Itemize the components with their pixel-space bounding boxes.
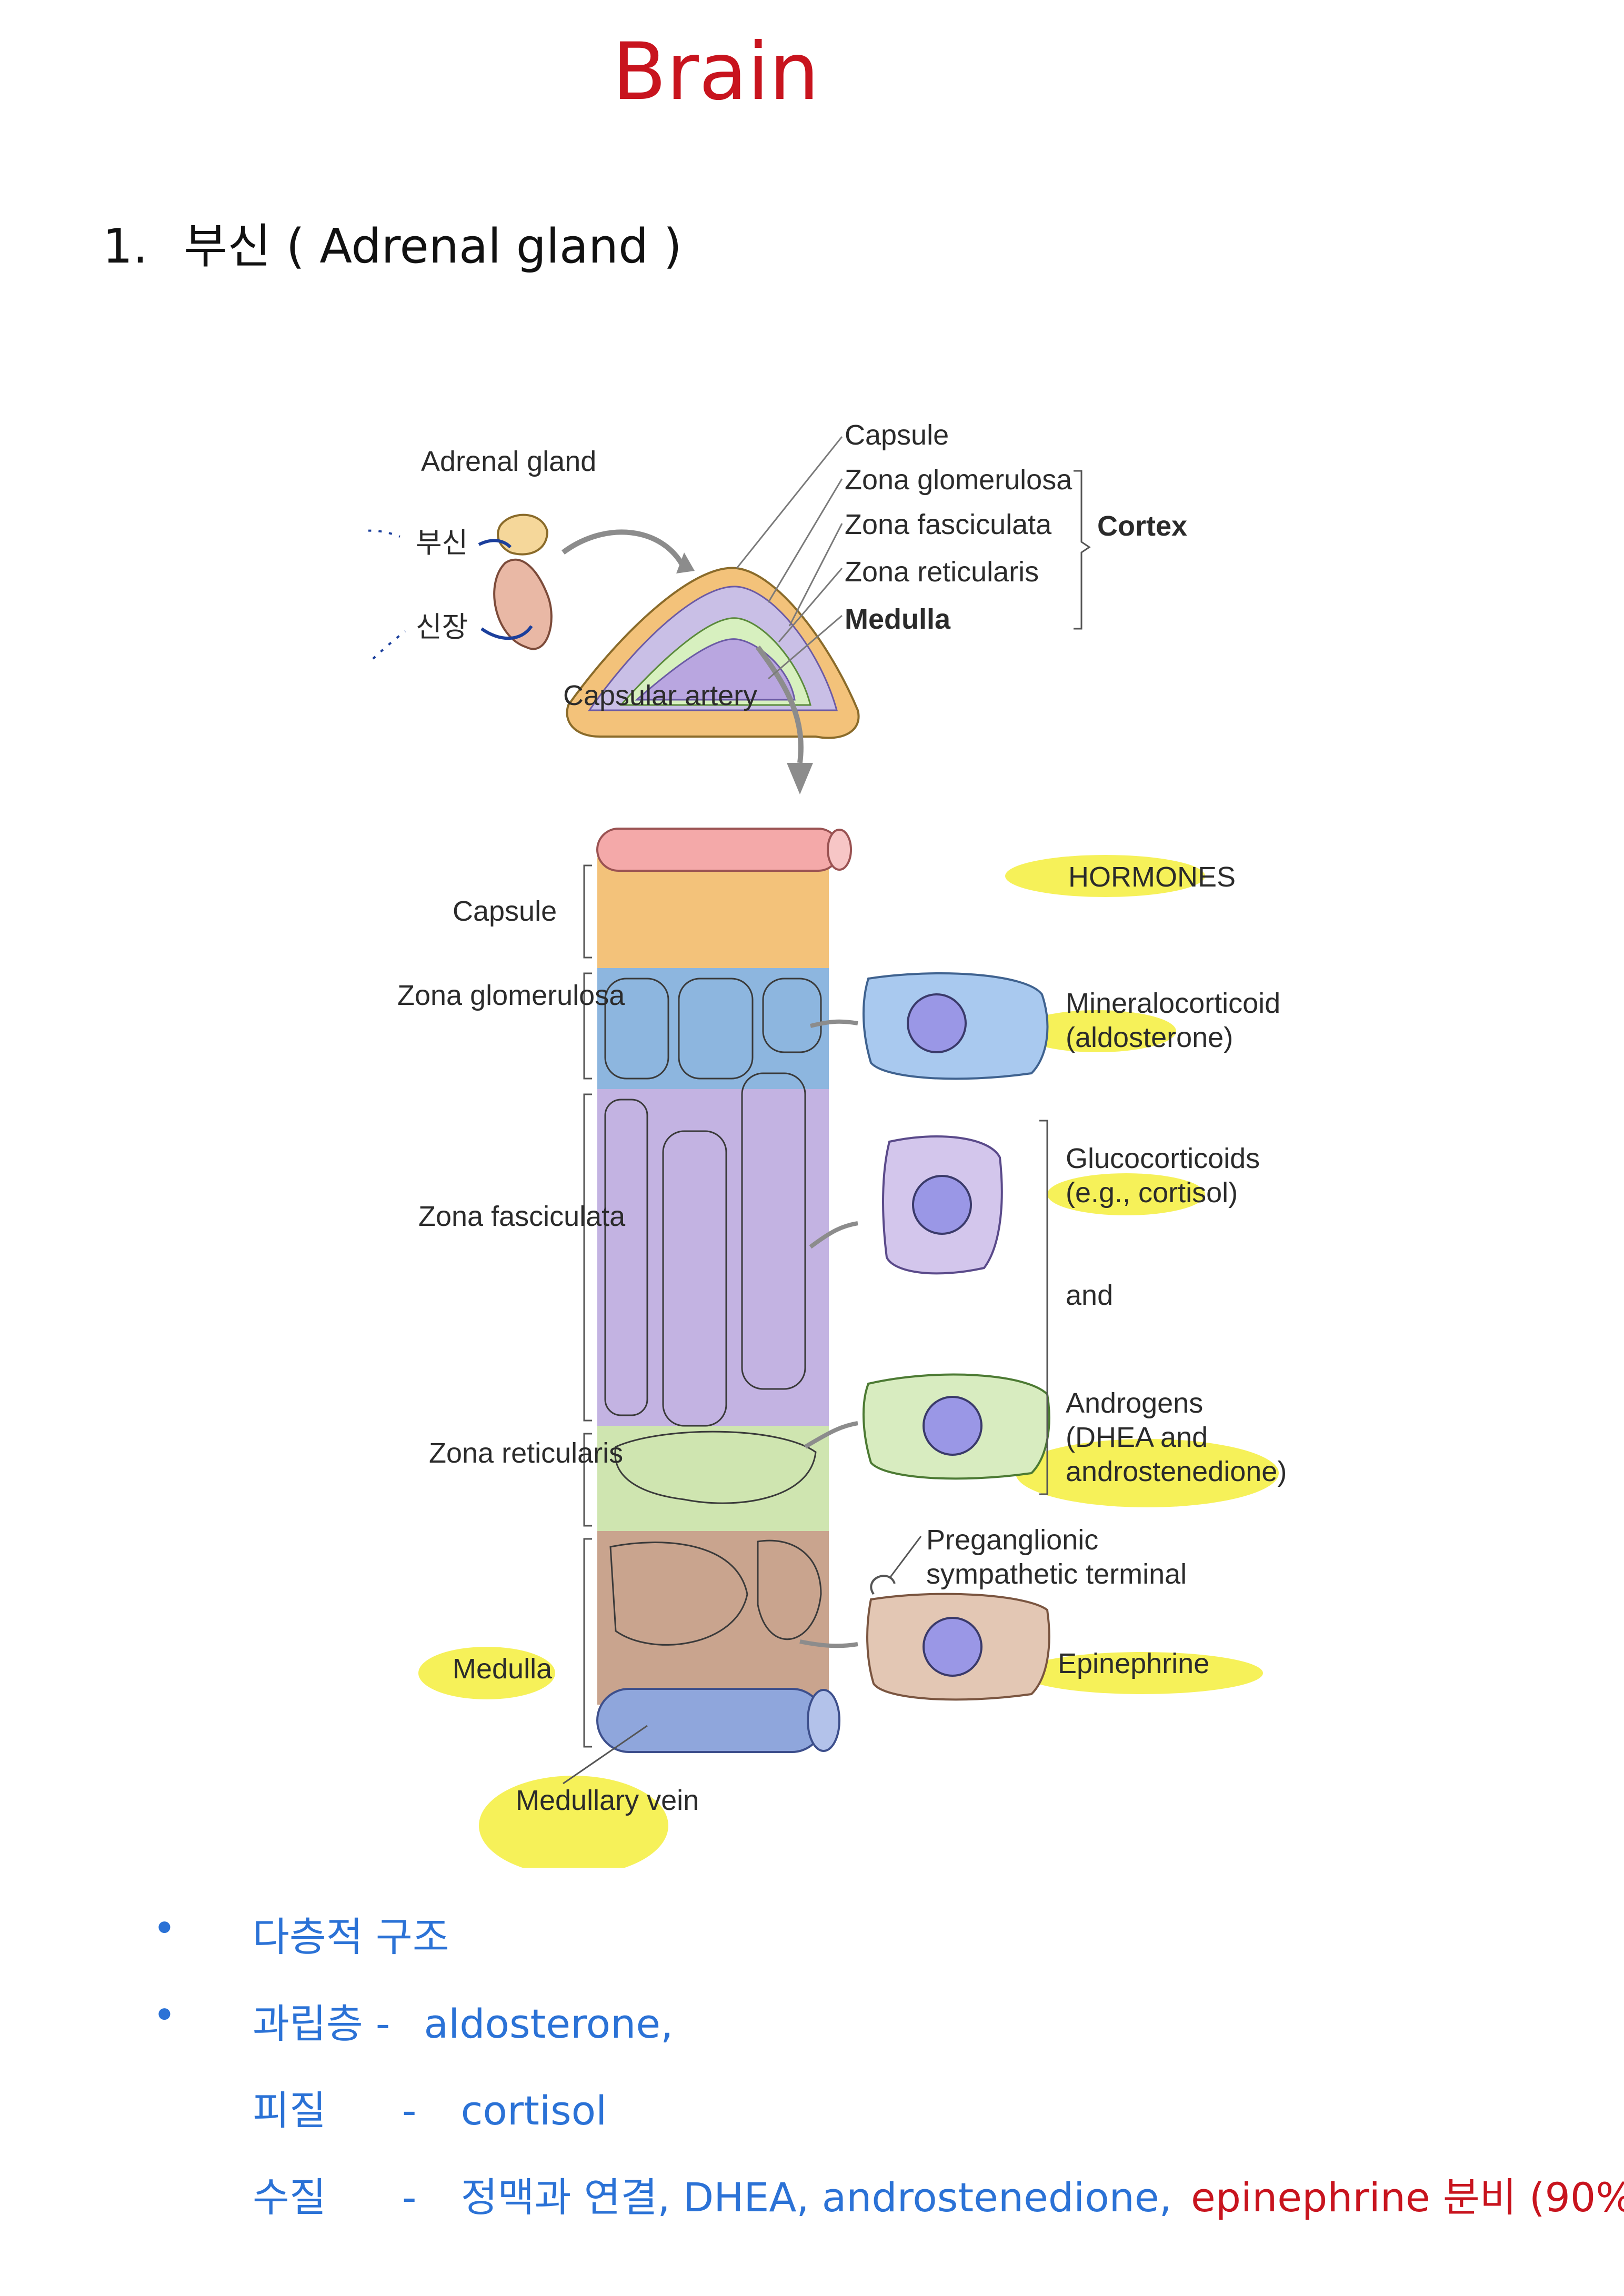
gland-cross-section <box>566 567 860 739</box>
bullet-2: • <box>153 1991 176 2038</box>
section-heading: 1. 부신 ( Adrenal gland ) <box>103 208 682 276</box>
cell-arrows <box>799 1019 858 1648</box>
kidney-shape <box>493 558 553 650</box>
layer-label-capsule: Capsule <box>453 895 557 927</box>
note-structure: 다층적 구조 <box>253 1914 449 1960</box>
layer-label-reticularis: Zona reticularis <box>429 1437 623 1469</box>
note-glomerulosa-label: 과립층 - <box>253 2000 390 2047</box>
kidney-illustration <box>493 513 553 650</box>
hand-dots-1 <box>347 529 400 538</box>
nerve-terminal <box>870 1575 896 1595</box>
hormones-heading: HORMONES <box>1068 861 1236 893</box>
highlight-epinephrine <box>1021 1652 1263 1694</box>
highlight-medullary-vein <box>479 1776 668 1876</box>
label-glomerulosa-top: Zona glomerulosa <box>845 464 1072 496</box>
note-cortex-dash: - <box>402 2087 417 2134</box>
note-medulla-label: 수질 <box>253 2174 326 2221</box>
label-medulla-top: Medulla <box>845 603 951 635</box>
note-glomerulosa-value: aldosterone, <box>424 2000 674 2047</box>
section-title: 부신 ( Adrenal gland ) <box>184 219 682 274</box>
label-adrenal-gland: Adrenal gland <box>421 446 596 477</box>
label-mineralocorticoid: Mineralocorticoid <box>1066 988 1280 1019</box>
note-medulla-value: 정맥과 연결, DHEA, androstenedione, <box>460 2174 1172 2221</box>
label-epinephrine: Epinephrine <box>1058 1648 1209 1679</box>
label-androstenedione: androstenedione) <box>1066 1456 1287 1487</box>
hand-arrow-sinjang <box>480 625 533 640</box>
hormone-bracket <box>1039 1120 1048 1495</box>
highlight-medulla <box>418 1647 555 1699</box>
hand-busin: 부신 <box>416 526 468 559</box>
cell-cords <box>604 978 822 1646</box>
highlight-hormones <box>1005 855 1205 897</box>
zoom-arrow-1 <box>562 529 687 570</box>
note-row-1: • 다층적 구조 <box>153 1905 449 1962</box>
bullet-1: • <box>153 1905 176 1951</box>
label-cortex: Cortex <box>1097 510 1187 542</box>
hand-dots-2 <box>357 630 406 674</box>
adrenal-gland-diagram: Adrenal gland Capsule Zona glomerulosa Z… <box>210 395 1368 1876</box>
label-glucocorticoids: Glucocorticoids <box>1066 1143 1260 1174</box>
layer-label-fasciculata: Zona fasciculata <box>418 1201 626 1232</box>
capsular-artery-vessel <box>596 828 840 872</box>
highlights <box>418 855 1279 1876</box>
label-and: and <box>1066 1280 1113 1311</box>
label-sympathetic-terminal: sympathetic terminal <box>926 1558 1187 1590</box>
hand-sinjang: 신장 <box>416 610 468 643</box>
note-row-3: 피질 - cortisol <box>253 2078 607 2136</box>
label-capsular-artery: Capsular artery <box>563 680 757 711</box>
label-reticularis-top: Zona reticularis <box>845 556 1039 588</box>
layer-label-medulla: Medulla <box>453 1653 553 1685</box>
adrenal-cap-shape <box>497 513 549 556</box>
highlight-cortisol <box>1047 1173 1205 1215</box>
note-cortex-value: cortisol <box>460 2087 607 2134</box>
column-reticularis <box>597 1426 829 1531</box>
label-androgens: Androgens <box>1066 1387 1203 1419</box>
column-fasciculata <box>597 1089 829 1426</box>
note-medulla-epinephrine: epinephrine 분비 (90%) <box>1190 2174 1624 2221</box>
layer-column <box>596 828 852 1753</box>
layer-label-glomerulosa: Zona glomerulosa <box>397 980 625 1011</box>
highlight-aldosterone <box>1018 1010 1176 1052</box>
zoom-arrow-1-head <box>676 552 695 573</box>
label-fasciculata-top: Zona fasciculata <box>845 509 1052 540</box>
label-cortisol: (e.g., cortisol) <box>1066 1177 1238 1209</box>
zoom-arrow-2-head <box>787 763 813 794</box>
zoom-arrow-2 <box>755 646 804 763</box>
note-row-4: 수질 - 정맥과 연결, DHEA, androstenedione, epin… <box>253 2165 1624 2223</box>
layer-brackets <box>583 864 592 1748</box>
cortex-bracket <box>1074 470 1091 630</box>
adrenal-diagram-svg: Adrenal gland Capsule Zona glomerulosa Z… <box>210 419 1287 1876</box>
label-aldosterone: (aldosterone) <box>1066 1022 1233 1053</box>
page-title: Brain <box>612 26 819 118</box>
label-capsule-top: Capsule <box>845 419 949 451</box>
hormone-cells <box>862 972 1050 1701</box>
medulla-layer <box>635 638 796 701</box>
column-capsule <box>597 858 829 968</box>
column-glomerulosa <box>597 968 829 1089</box>
note-cortex-label: 피질 <box>253 2087 326 2134</box>
label-preganglionic: Preganglionic <box>926 1524 1098 1556</box>
highlight-dhea <box>1016 1439 1279 1507</box>
column-medulla <box>597 1531 829 1705</box>
hand-arrow-busin <box>478 539 512 549</box>
note-row-2: • 과립층 - aldosterone, <box>153 1991 674 2049</box>
layer-label-medullary-vein: Medullary vein <box>516 1785 699 1816</box>
section-number: 1. <box>103 219 148 274</box>
medullary-vein-vessel <box>596 1688 825 1753</box>
label-dhea: (DHEA and <box>1066 1422 1208 1453</box>
note-medulla-dash: - <box>402 2174 417 2221</box>
leader-lines <box>736 436 843 680</box>
